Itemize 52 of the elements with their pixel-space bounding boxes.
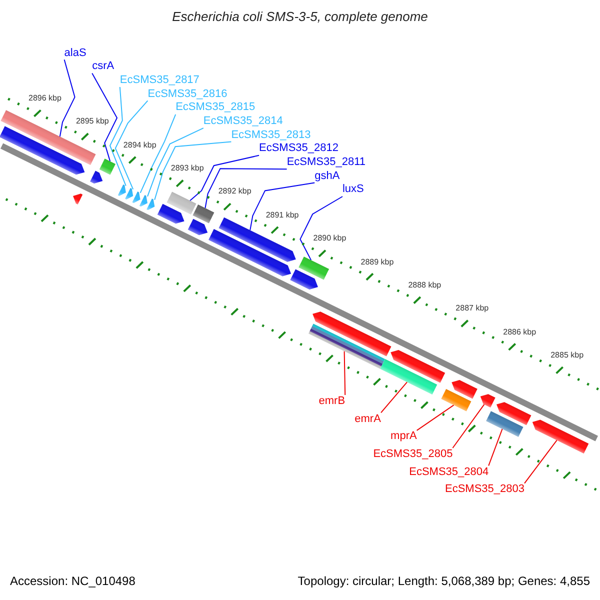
gene-label: alaS [64, 46, 86, 60]
title: Escherichia coli SMS-3-5, complete genome [171, 9, 429, 25]
gene-label: EcSMS35_2811 [286, 156, 366, 170]
gene-bar [192, 204, 214, 224]
leader-line [92, 72, 118, 162]
leader-line [250, 182, 316, 231]
gene-label: EcSMS35_2815 [176, 101, 256, 114]
gene-label: EcSMS35_2814 [203, 115, 283, 128]
leader-line [380, 382, 408, 414]
gene-bar [166, 192, 196, 214]
scale-label: 2887 kbp [456, 304, 489, 313]
leader-line [109, 86, 126, 186]
leader-line [147, 128, 204, 197]
leader-line [204, 168, 288, 209]
leader-line [452, 404, 485, 448]
gene-label: gshA [314, 170, 340, 183]
gene-label: mprA [390, 430, 417, 444]
scale-label: 2891 kbp [266, 210, 299, 220]
scale-label: 2896 kbp [28, 94, 62, 103]
scale-label: 2886 kbp [503, 327, 536, 336]
leader-line [524, 440, 558, 484]
gene-bar [99, 158, 116, 175]
scale-label: 2888 kbp [408, 280, 442, 290]
leader-line [344, 350, 346, 396]
gene-label: EcSMS35_2817 [120, 74, 200, 87]
scale-label: 2889 kbp [360, 257, 394, 266]
leader-line [300, 196, 343, 261]
gene-bar [298, 256, 330, 280]
leader-line [154, 141, 232, 200]
leader-line [114, 100, 148, 190]
gene-label: EcSMS35_2816 [148, 88, 228, 101]
scale-label: 2895 kbp [76, 116, 109, 126]
scale-label: 2885 kbp [550, 350, 584, 360]
scale-label: 2892 kbp [218, 186, 252, 196]
summary-text: Topology: circular; Length: 5,068,389 bp; Genes: 4,855 [298, 574, 590, 588]
scale-label: 2894 kbp [123, 140, 156, 150]
gene-label: emrA [354, 412, 381, 426]
gene-label: EcSMS35_2813 [231, 128, 311, 142]
leader-line [59, 59, 76, 138]
leader-line [190, 154, 260, 202]
scale-label: 2890 kbp [313, 234, 346, 243]
gene-label: csrA [92, 60, 114, 74]
gene-label: EcSMS35_2812 [259, 142, 338, 156]
gene-bar [308, 324, 386, 369]
accession-text: Accession: NC_010498 [10, 574, 136, 588]
gene-label: emrB [318, 395, 346, 408]
scale-label: 2893 kbp [170, 164, 204, 173]
gene-label: EcSMS35_2803 [445, 483, 524, 496]
leader-line [140, 114, 176, 194]
gene-label: EcSMS35_2804 [409, 466, 489, 479]
gene-label: luxS [342, 183, 364, 196]
gene-label: EcSMS35_2805 [373, 448, 453, 462]
